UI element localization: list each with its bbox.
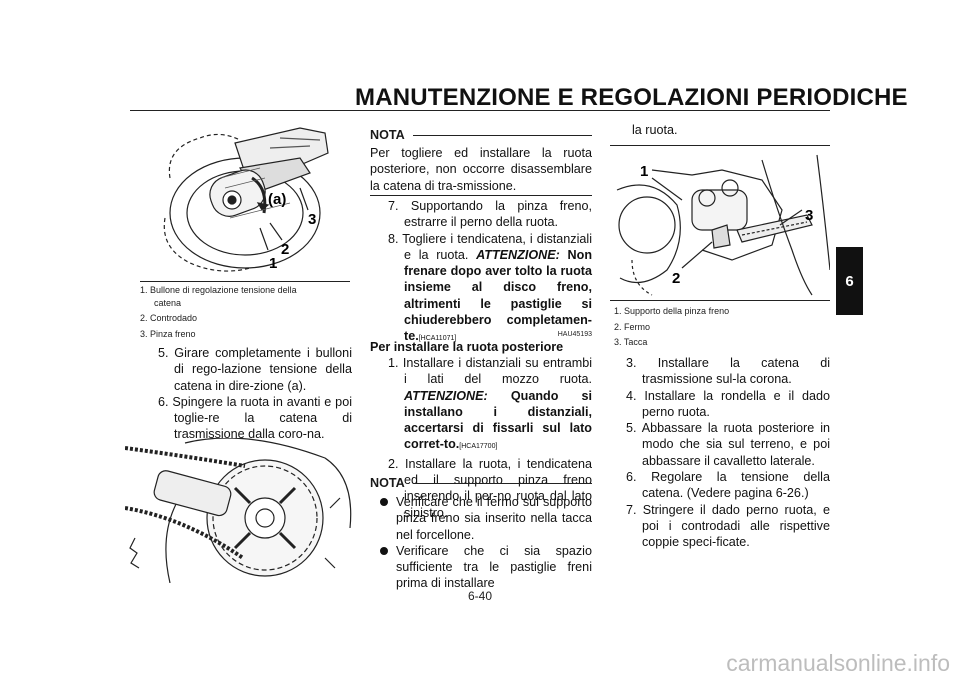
figure1-label-1: 1 (269, 255, 277, 272)
figure-caliper-bracket: 1 2 3 (612, 150, 831, 300)
step-7: 7. Supportando la pinza freno, estrarre … (388, 199, 592, 230)
step-6: 6. Spingere la ruota in avanti e poi tog… (158, 394, 352, 442)
left-steps: 5. Girare completamente i bulloni di reg… (140, 345, 352, 443)
middle-steps-upper: 7. Supportando la pinza freno, estrarre … (370, 198, 592, 348)
final-step-3: 3. Installare la catena di trasmissione … (626, 356, 830, 387)
figure3-caption-3: 3. Tacca (614, 337, 648, 347)
nota-2-title: NOTA (370, 476, 405, 490)
step-8-attention-text: Non frenare dopo aver tolto la ruota ins… (404, 247, 593, 344)
watermark: carmanualsonline.info (726, 650, 950, 676)
figure1-caption-2: 2. Controdado (140, 313, 198, 323)
nota-2-bullets: Verificare che il fermo sul supporto pin… (370, 494, 592, 592)
bullet-dot (380, 546, 388, 555)
final-step-6: 6. Regolare la tensione della catena. (V… (626, 470, 830, 501)
figure1-label-2: 2 (281, 241, 289, 258)
figure1-caption-rule (140, 281, 350, 282)
install-step-1-text: 1. Installare i distanziali su entrambi … (388, 356, 592, 387)
figure3-label-1: 1 (640, 163, 648, 180)
figure1-captions: 1. Bullone di regolazione tensione della… (140, 284, 350, 340)
page-header-title: MANUTENZIONE E REGOLAZIONI PERIODICHE (355, 84, 908, 111)
figure3-caption-rule (610, 300, 830, 301)
figure3-captions: 1. Supporto della pinza freno 2. Fermo 3… (614, 305, 829, 349)
continuation-text: la ruota. (632, 123, 678, 137)
figure3-label-2: 2 (672, 270, 680, 287)
final-step-4: 4. Installare la rondella e il dado pern… (626, 388, 830, 419)
figure1-caption-1-cont: catena (154, 297, 182, 308)
nota-1-title: NOTA (370, 128, 405, 142)
caliper-bracket-illustration: 1 2 3 (616, 154, 831, 296)
nota-2-heading: NOTA (370, 476, 592, 490)
section-code: HAU45193 (557, 331, 592, 338)
chapter-tab[interactable]: 6 (836, 247, 863, 315)
step-8-text: 8. Togliere i tendicatena, i distanziali… (388, 231, 592, 262)
figure3-caption-1: 1. Supporto della pinza freno (614, 306, 730, 316)
right-steps: 3. Installare la catena di trasmissione … (608, 355, 830, 551)
install-step-1-code: [HCA17700] (459, 443, 498, 451)
nota-1-rule (370, 195, 592, 196)
figure1-caption-3: 3. Pinza freno (140, 328, 196, 339)
step-5: 5. Girare completamente i bulloni di reg… (158, 346, 352, 393)
bullet-dot (380, 498, 388, 506)
chain-sprocket-illustration (124, 437, 352, 584)
nota-2-bullet-2: Verificare che ci sia spazio sufficiente… (370, 543, 592, 592)
chain-adjuster-illustration: (a) 3 2 1 (163, 127, 329, 272)
step-8-code: [HCA11071] (418, 335, 457, 343)
page-number: 6-40 (467, 589, 493, 603)
install-step-2: 2. Installare la ruota, i tendicatena ed… (388, 456, 592, 520)
final-step-7: 7. Stringere il dado perno ruota, e poi … (626, 502, 830, 550)
figure1-caption-1: 1. Bullone di regolazione tensione della (140, 285, 297, 295)
right-top-rule (610, 145, 830, 146)
middle-steps-lower: 1. Installare i distanziali su entrambi … (370, 355, 592, 521)
install-step-1-attention-text: Quando si installano i distanziali, acce… (404, 388, 593, 452)
figure1-label-a: (a) (268, 191, 286, 208)
figure3-caption-2: 2. Fermo (614, 321, 651, 332)
nota-1-text: Per togliere ed installare la ruota post… (370, 146, 592, 193)
figure3-label-3: 3 (805, 207, 813, 224)
nota-1-heading: NOTA (370, 128, 592, 142)
figure-chain-adjuster: (a) 3 2 1 (150, 118, 350, 278)
install-step-1: 1. Installare i distanziali su entrambi … (370, 355, 592, 456)
final-step-5: 5. Abbassare la ruota posteriore in modo… (626, 421, 830, 468)
figure-chain-sprocket (124, 437, 355, 584)
step-8-attention-label: ATTENZIONE: (476, 247, 560, 262)
nota-2-bullet-1: Verificare che il fermo sul supporto pin… (370, 494, 592, 543)
install-step-1-attention-label: ATTENZIONE: (404, 388, 488, 403)
section-title: Per installare la ruota posteriore (370, 340, 564, 354)
step-8: 8. Togliere i tendicatena, i distanziali… (370, 231, 592, 348)
header-rule (130, 110, 830, 111)
figure1-label-3: 3 (308, 211, 316, 228)
